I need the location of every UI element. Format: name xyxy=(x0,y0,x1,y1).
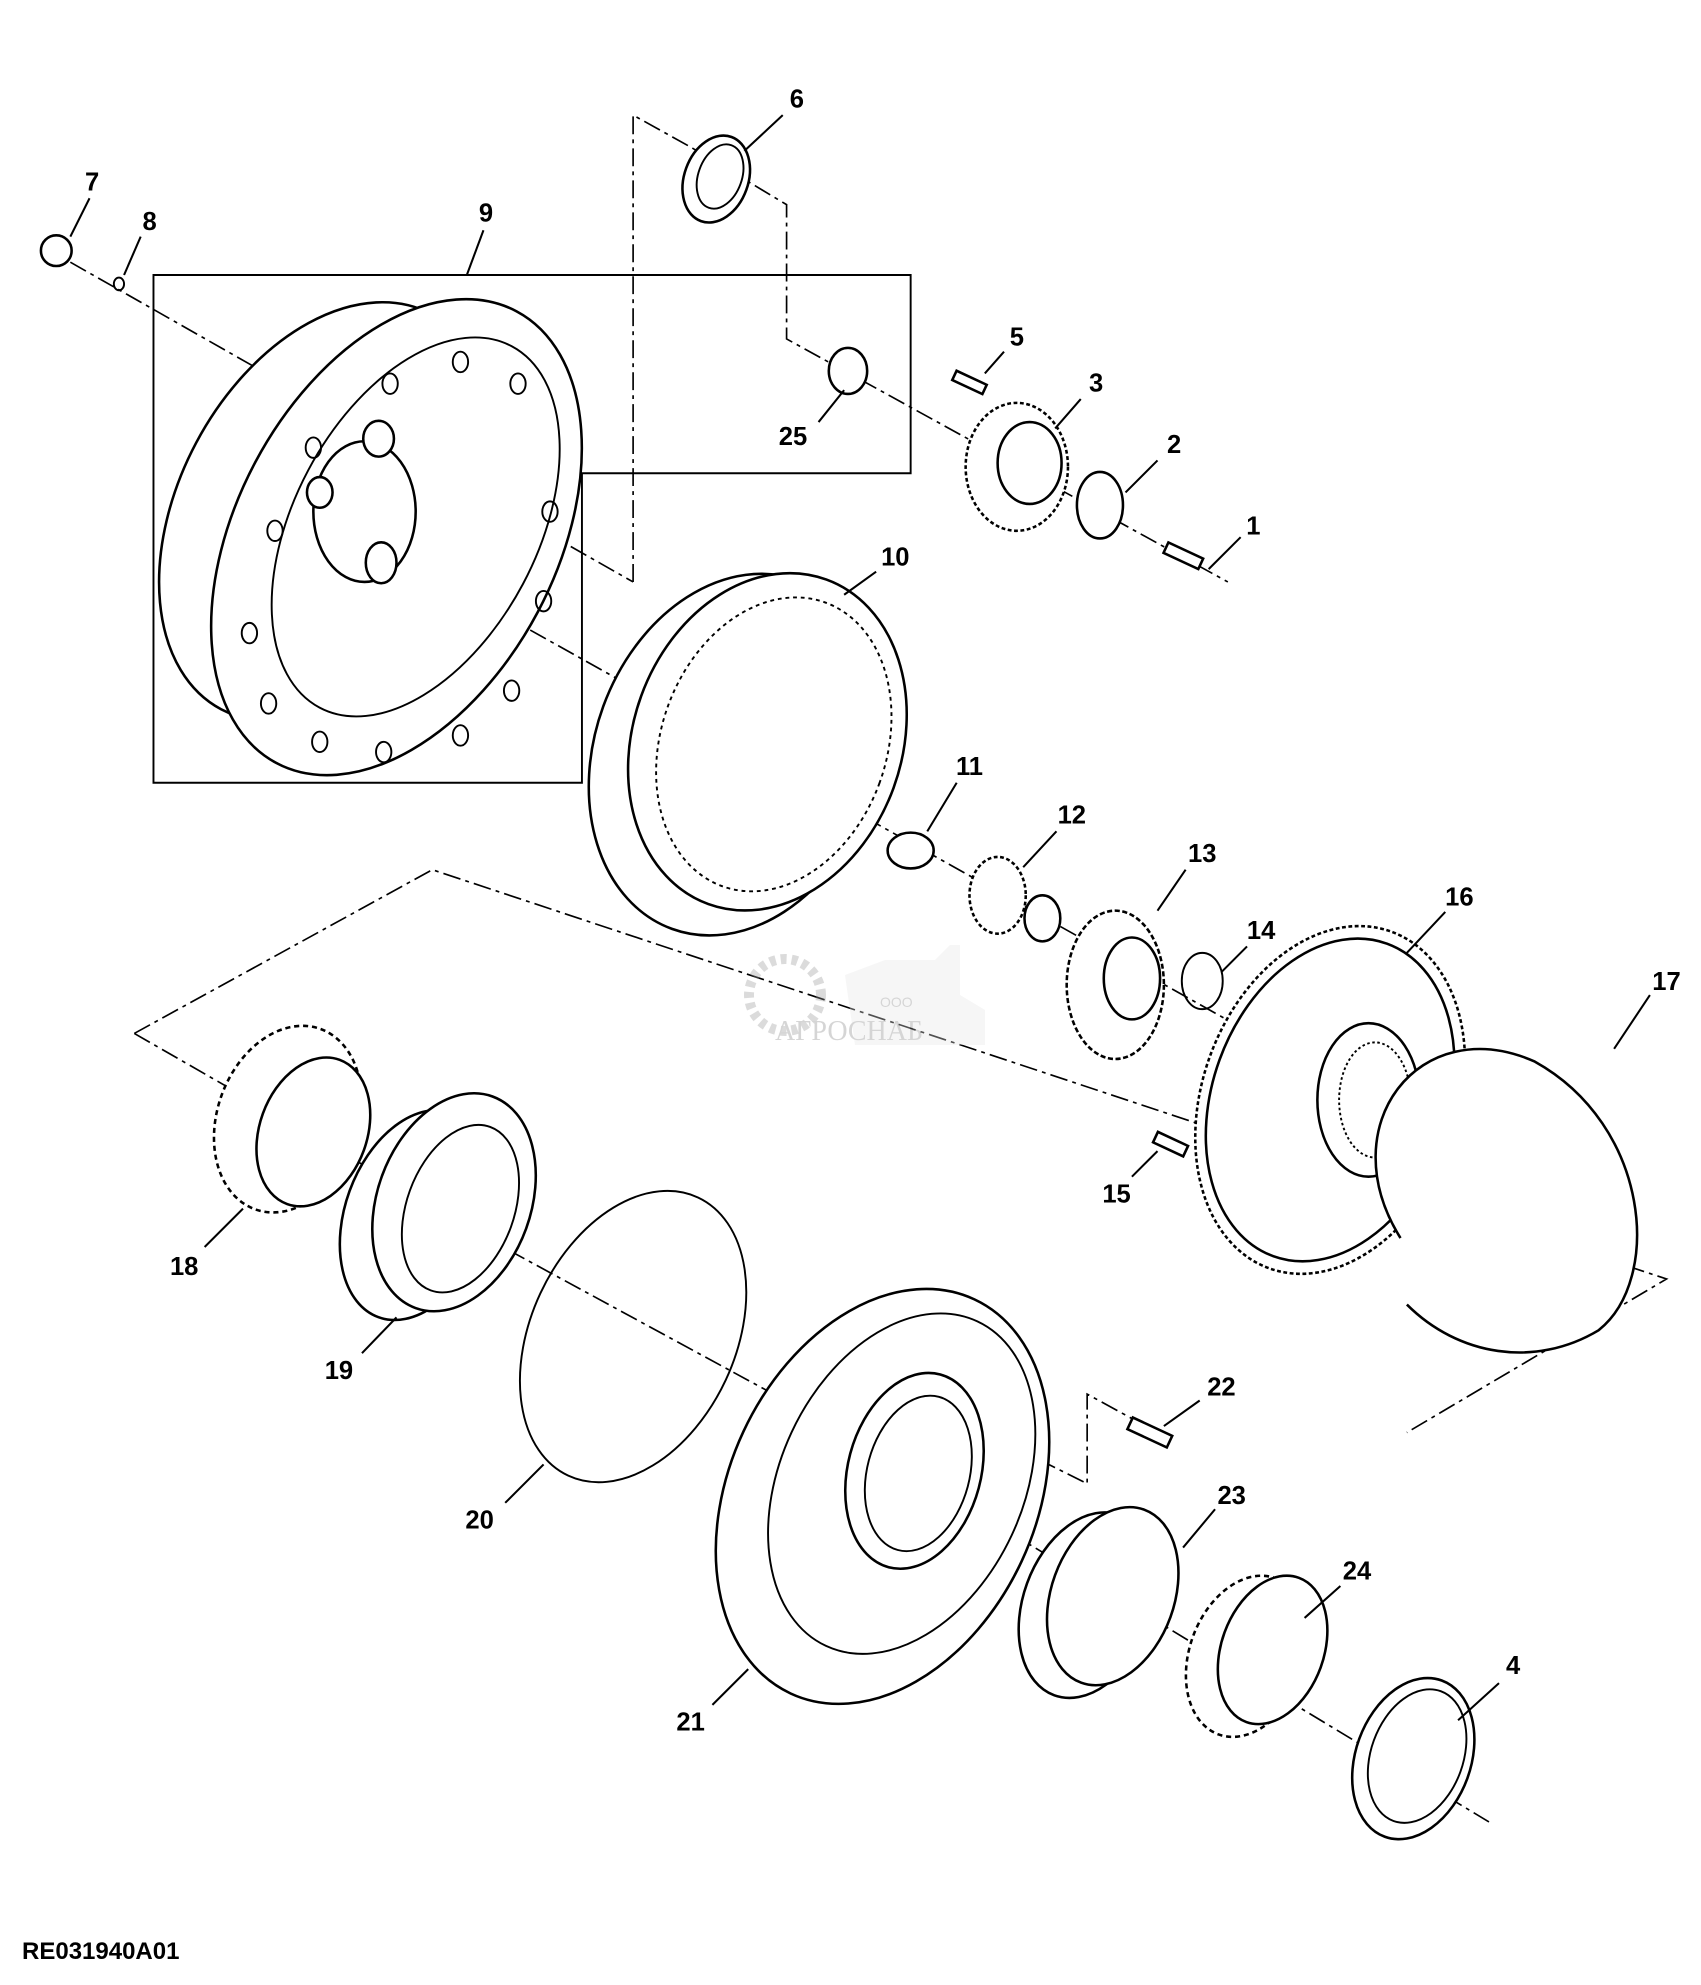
part-8-o-ring xyxy=(112,276,126,292)
part-23-bearing-cup xyxy=(1017,1505,1180,1700)
part-11-washer xyxy=(886,831,935,870)
part-24-bearing xyxy=(1184,1574,1329,1739)
callout-4: 4 xyxy=(1506,1652,1521,1680)
watermark-gear-icon xyxy=(744,954,826,1036)
callout-11: 11 xyxy=(956,753,983,781)
part-14-snap-ring xyxy=(1180,951,1224,1011)
part-17-snap-ring xyxy=(1374,1047,1639,1354)
watermark-brand: АГРОСНАБ xyxy=(775,1016,923,1047)
callout-9: 9 xyxy=(479,199,493,227)
part-13-gear xyxy=(1065,909,1166,1061)
part-15-bolt xyxy=(1151,1130,1190,1159)
callout-18: 18 xyxy=(170,1253,198,1281)
callout-7: 7 xyxy=(85,169,99,197)
callout-19: 19 xyxy=(325,1357,353,1385)
callout-1: 1 xyxy=(1246,513,1260,541)
callout-8: 8 xyxy=(143,208,157,236)
part-7-plug xyxy=(39,234,73,268)
watermark-combine-icon xyxy=(845,945,985,1045)
callout-2: 2 xyxy=(1167,431,1181,459)
leader-lines xyxy=(69,114,1651,1722)
part-21-hub xyxy=(714,1287,1051,1706)
callout-5: 5 xyxy=(1010,323,1024,351)
callout-25: 25 xyxy=(779,423,807,451)
part-3-gear xyxy=(964,401,1070,533)
callout-12: 12 xyxy=(1058,802,1086,830)
part-22-bolt xyxy=(1125,1415,1174,1450)
callout-6: 6 xyxy=(790,85,804,113)
callout-15: 15 xyxy=(1102,1180,1130,1208)
part-6-seal xyxy=(681,134,752,224)
callout-24: 24 xyxy=(1343,1558,1372,1586)
callout-21: 21 xyxy=(676,1708,704,1736)
part-5-pin xyxy=(950,369,989,396)
callout-13: 13 xyxy=(1188,840,1216,868)
callout-23: 23 xyxy=(1217,1482,1245,1510)
callout-20: 20 xyxy=(465,1506,493,1534)
watermark-prefix: ООО xyxy=(880,994,913,1010)
callout-10: 10 xyxy=(881,543,909,571)
callout-3: 3 xyxy=(1089,369,1103,397)
part-1-bolt xyxy=(1161,540,1205,571)
part-10-ring-gear xyxy=(587,571,909,937)
part-25-bushing xyxy=(827,346,869,396)
callout-14: 14 xyxy=(1247,917,1276,945)
part-19-bearing-cup xyxy=(338,1092,538,1322)
callout-16: 16 xyxy=(1445,884,1473,912)
assembly-boundary xyxy=(133,868,1669,1434)
callout-17: 17 xyxy=(1652,968,1680,996)
watermark-logo: ООО АГРОСНАБ xyxy=(744,945,985,1047)
part-12-pinion xyxy=(968,855,1062,943)
part-4-seal xyxy=(1350,1676,1476,1841)
part-18-bearing xyxy=(212,1024,372,1214)
part-20-o-ring xyxy=(518,1189,748,1484)
part-9-housing xyxy=(157,297,584,777)
callout-22: 22 xyxy=(1207,1373,1235,1401)
figure-id: RE031940A01 xyxy=(22,1938,180,1965)
part-2-washer xyxy=(1075,470,1125,540)
